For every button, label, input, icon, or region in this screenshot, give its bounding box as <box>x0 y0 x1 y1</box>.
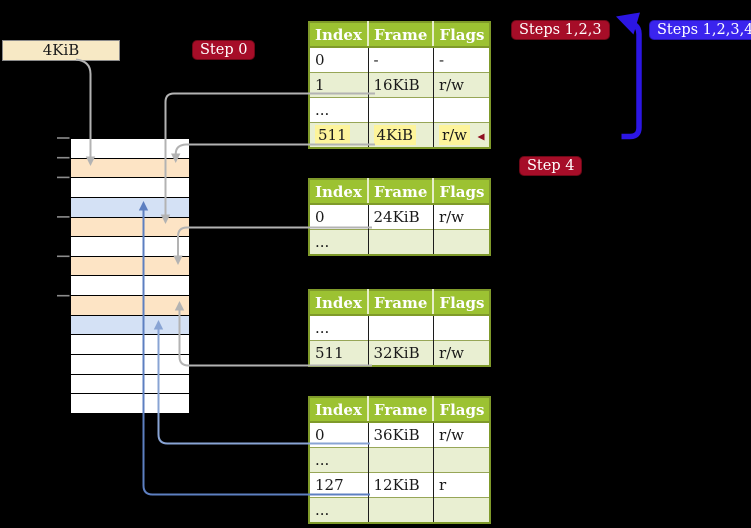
cell-index: ... <box>309 314 369 341</box>
table-row: ... <box>309 447 491 473</box>
cell-flags: - <box>433 46 491 73</box>
cell-index: ... <box>309 97 369 123</box>
cell-index: 0 <box>309 46 369 73</box>
column-header-index: Index <box>309 22 369 48</box>
page-table-level-1: Index Frame Flags 0 - - 1 16KiB r/w ... … <box>308 21 492 149</box>
cell-flags: r/w <box>433 72 491 98</box>
cell-flags: r/w <box>433 421 491 448</box>
column-header-flags: Flags <box>433 290 491 316</box>
table-row: ... <box>309 97 491 123</box>
cell-index: ... <box>309 497 369 523</box>
memory-frame-row <box>71 197 189 218</box>
table-row: 127 12KiB r <box>309 472 491 498</box>
cell-frame <box>368 97 434 123</box>
table-header-row: Index Frame Flags <box>309 22 491 48</box>
cell-flags: r/w <box>433 203 491 230</box>
cell-flags <box>433 229 491 255</box>
table-row: 0 24KiB r/w <box>309 203 491 230</box>
memory-frame-row <box>71 315 189 336</box>
column-header-flags: Flags <box>433 22 491 48</box>
column-header-frame: Frame <box>368 397 435 423</box>
memory-frame-row <box>71 374 189 395</box>
cell-frame: 36KiB <box>368 421 434 448</box>
physical-memory-column <box>70 138 190 414</box>
table-row: ... <box>309 314 491 341</box>
memory-frame-row <box>71 178 189 198</box>
memory-frame-row <box>71 139 189 159</box>
table-header-row: Index Frame Flags <box>309 179 491 205</box>
cell-index: 1 <box>309 72 369 98</box>
cell-flags <box>433 314 491 341</box>
table-header-row: Index Frame Flags <box>309 397 491 423</box>
merged-steps-arrow <box>621 22 642 140</box>
cell-index: 0 <box>309 203 369 230</box>
arrowhead-up-left-icon <box>616 12 640 35</box>
table-header-row: Index Frame Flags <box>309 290 491 316</box>
column-header-index: Index <box>309 290 369 316</box>
cell-frame: 32KiB <box>368 340 434 366</box>
memory-frame-row <box>71 158 189 179</box>
cell-index: 511 <box>309 122 369 148</box>
cell-flags: r <box>433 472 491 498</box>
column-header-frame: Frame <box>368 22 435 48</box>
cell-flags: r/w <box>433 122 491 148</box>
cell-index: ... <box>309 447 369 473</box>
cell-frame <box>368 229 434 255</box>
table-row: 511 32KiB r/w <box>309 340 491 366</box>
memory-frame-row <box>71 296 189 316</box>
steps-123-badge: Steps 1,2,3 <box>511 20 610 40</box>
cell-frame <box>368 447 434 473</box>
column-header-index: Index <box>309 179 369 205</box>
frame-size-box: 4KiB <box>2 40 120 61</box>
column-header-frame: Frame <box>368 290 435 316</box>
cell-flags <box>433 447 491 473</box>
page-table-level-4: Index Frame Flags 0 36KiB r/w ... 127 12… <box>308 396 492 524</box>
cell-flags: r/w <box>433 340 491 366</box>
table-row: 1 16KiB r/w <box>309 72 491 98</box>
table-row: 0 36KiB r/w <box>309 421 491 448</box>
page-table-level-3: Index Frame Flags ... 511 32KiB r/w <box>308 289 492 367</box>
memory-frame-row <box>71 256 189 277</box>
step-0-badge: Step 0 <box>192 40 256 60</box>
cell-index: ... <box>309 229 369 255</box>
table-row: ... <box>309 229 491 255</box>
column-header-flags: Flags <box>433 397 491 423</box>
cell-flags <box>433 97 491 123</box>
memory-frame-row <box>71 217 189 238</box>
steps-1234-badge: Steps 1,2,3,4 <box>649 20 751 40</box>
column-header-index: Index <box>309 397 369 423</box>
memory-frame-row <box>71 335 189 356</box>
cell-frame: 16KiB <box>368 72 434 98</box>
page-table-level-2: Index Frame Flags 0 24KiB r/w ... <box>308 178 492 256</box>
memory-frame-row <box>71 394 189 413</box>
memory-frame-row <box>71 355 189 375</box>
cell-frame: 4KiB <box>368 122 434 148</box>
cell-frame <box>368 497 434 523</box>
table-row: ... <box>309 497 491 523</box>
cell-index: 127 <box>309 472 369 498</box>
memory-frame-row <box>71 276 189 297</box>
column-header-frame: Frame <box>368 179 435 205</box>
memory-frame-row <box>71 237 189 257</box>
cell-index: 511 <box>309 340 369 366</box>
table-row-highlighted: 511 4KiB r/w <box>309 122 491 148</box>
cell-flags <box>433 497 491 523</box>
table-row: 0 - - <box>309 46 491 73</box>
cell-index: 0 <box>309 421 369 448</box>
cell-frame: 12KiB <box>368 472 434 498</box>
cell-frame: 24KiB <box>368 203 434 230</box>
cell-frame: - <box>368 46 434 73</box>
column-header-flags: Flags <box>433 179 491 205</box>
cell-frame <box>368 314 434 341</box>
step-4-badge: Step 4 <box>519 156 583 176</box>
